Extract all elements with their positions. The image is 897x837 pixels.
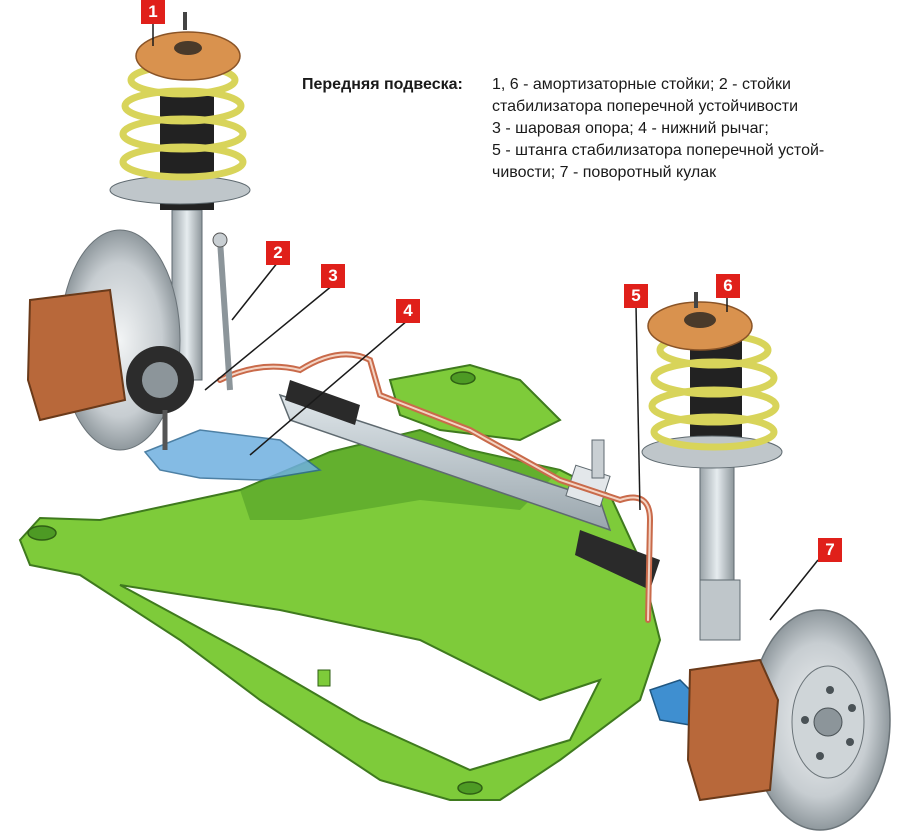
callout-2: 2 xyxy=(266,241,290,265)
legend-line: 1, 6 - амортизаторные стойки; 2 - стойки xyxy=(492,76,791,93)
leader-lines xyxy=(152,24,819,621)
callout-6: 6 xyxy=(716,274,740,298)
strut-left xyxy=(109,12,251,381)
legend-line: 3 - шаровая опора; 4 - нижний рычаг; xyxy=(492,120,769,137)
callout-3: 3 xyxy=(321,264,345,288)
callout-1: 1 xyxy=(141,0,165,24)
subframe xyxy=(18,363,662,801)
callout-7: 7 xyxy=(818,538,842,562)
legend-line: 5 - штанга стабилизатора поперечной усто… xyxy=(492,142,825,159)
lower-arm xyxy=(143,429,322,481)
steering-rack xyxy=(278,380,660,590)
legend-line: стабилизатора поперечной устойчивости xyxy=(492,98,798,115)
steering-knuckle xyxy=(686,579,891,831)
callout-4: 4 xyxy=(396,299,420,323)
legend-line: чивости; 7 - поворотный кулак xyxy=(492,164,717,181)
callout-5: 5 xyxy=(624,284,648,308)
strut-right xyxy=(641,292,783,601)
legend-title: Передняя подвеска: xyxy=(302,76,463,93)
left-hub xyxy=(26,229,233,451)
